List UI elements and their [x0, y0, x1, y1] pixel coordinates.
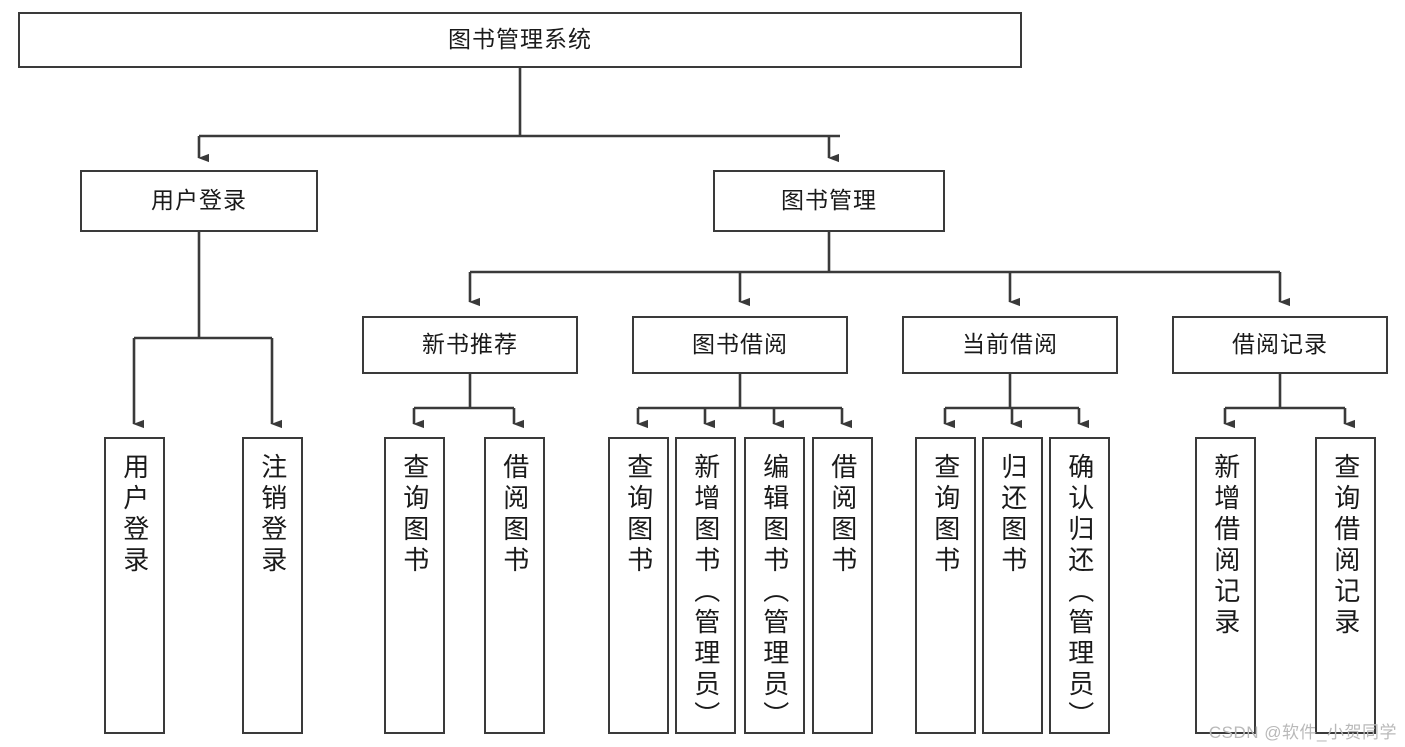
leaf-query-book-recommend[interactable]: 查询图书 [384, 437, 445, 734]
node-label: 查询图书 [399, 453, 430, 577]
node-label: 新书推荐 [422, 331, 518, 358]
node-root-system[interactable]: 图书管理系统 [18, 12, 1022, 68]
leaf-query-book-current[interactable]: 查询图书 [915, 437, 976, 734]
leaf-add-book-admin[interactable]: 新增图书（管理员） [675, 437, 736, 734]
node-label: 注销登录 [257, 453, 288, 577]
node-label: 当前借阅 [962, 331, 1058, 358]
leaf-borrow-book-recommend[interactable]: 借阅图书 [484, 437, 545, 734]
node-label: 图书管理 [781, 187, 877, 214]
node-label: 新增图书（管理员） [690, 453, 721, 732]
node-borrow-record[interactable]: 借阅记录 [1172, 316, 1388, 374]
node-label: 归还图书 [997, 453, 1028, 577]
leaf-logout[interactable]: 注销登录 [242, 437, 303, 734]
leaf-edit-book-admin[interactable]: 编辑图书（管理员） [744, 437, 805, 734]
leaf-add-borrow-record[interactable]: 新增借阅记录 [1195, 437, 1256, 734]
leaf-borrow-book[interactable]: 借阅图书 [812, 437, 873, 734]
node-label: 查询图书 [623, 453, 654, 577]
node-label: 图书借阅 [692, 331, 788, 358]
node-label: 查询借阅记录 [1330, 453, 1361, 639]
node-label: 用户登录 [119, 453, 150, 577]
node-label: 用户登录 [151, 187, 247, 214]
node-label: 借阅图书 [499, 453, 530, 577]
node-label: 借阅记录 [1232, 331, 1328, 358]
leaf-query-book-borrow[interactable]: 查询图书 [608, 437, 669, 734]
node-label: 确认归还（管理员） [1064, 453, 1095, 732]
node-new-book-recommend[interactable]: 新书推荐 [362, 316, 578, 374]
leaf-confirm-return-admin[interactable]: 确认归还（管理员） [1049, 437, 1110, 734]
node-label: 查询图书 [930, 453, 961, 577]
node-label: 图书管理系统 [448, 26, 592, 53]
node-current-borrow[interactable]: 当前借阅 [902, 316, 1118, 374]
node-book-borrow[interactable]: 图书借阅 [632, 316, 848, 374]
node-label: 编辑图书（管理员） [759, 453, 790, 732]
leaf-query-borrow-record[interactable]: 查询借阅记录 [1315, 437, 1376, 734]
node-label: 新增借阅记录 [1210, 453, 1241, 639]
leaf-return-book[interactable]: 归还图书 [982, 437, 1043, 734]
csdn-watermark: CSDN @软件_小贺同学 [1208, 723, 1397, 742]
node-user-login[interactable]: 用户登录 [80, 170, 318, 232]
leaf-user-login[interactable]: 用户登录 [104, 437, 165, 734]
node-label: 借阅图书 [827, 453, 858, 577]
node-book-management[interactable]: 图书管理 [713, 170, 945, 232]
